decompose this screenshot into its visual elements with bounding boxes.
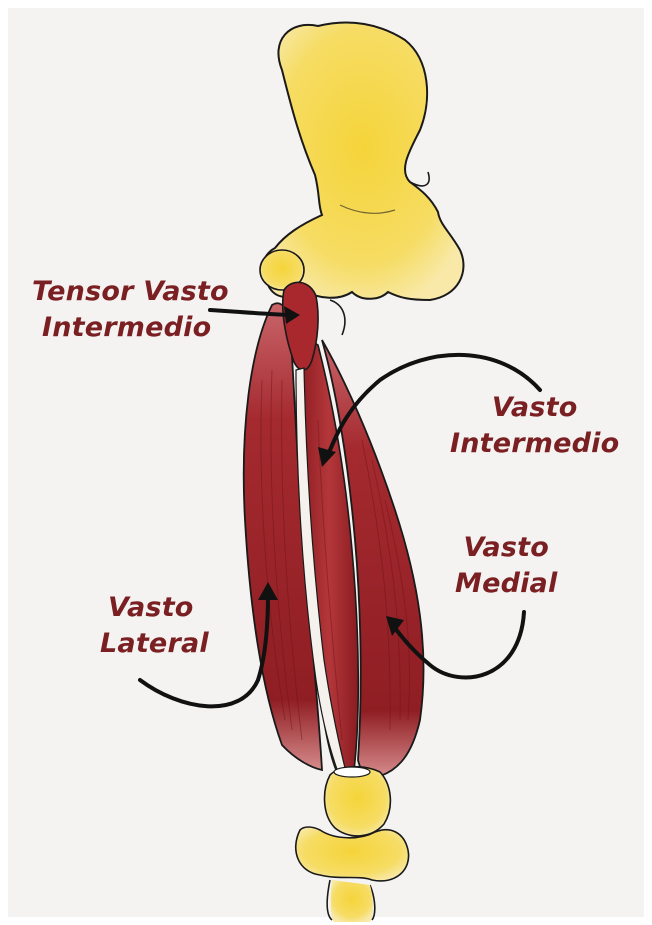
label-vasto-medial: Vasto Medial: [455, 530, 557, 602]
label-vasto-lateral: Vasto Lateral: [100, 590, 209, 662]
label-tensor-line2: Intermedio: [42, 310, 229, 346]
label-tensor-line1: Tensor Vasto: [32, 274, 229, 310]
label-tensor-vasto-intermedio: Tensor Vasto Intermedio: [32, 274, 229, 346]
knee-bones: [296, 767, 409, 922]
label-intermedio-line1: Vasto: [450, 390, 619, 426]
label-vasto-intermedio: Vasto Intermedio: [450, 390, 619, 462]
label-medial-line1: Vasto: [455, 530, 557, 566]
label-intermedio-line2: Intermedio: [450, 426, 619, 462]
label-lateral-line1: Vasto: [108, 590, 209, 626]
label-medial-line2: Medial: [455, 566, 557, 602]
label-lateral-line2: Lateral: [100, 626, 209, 662]
